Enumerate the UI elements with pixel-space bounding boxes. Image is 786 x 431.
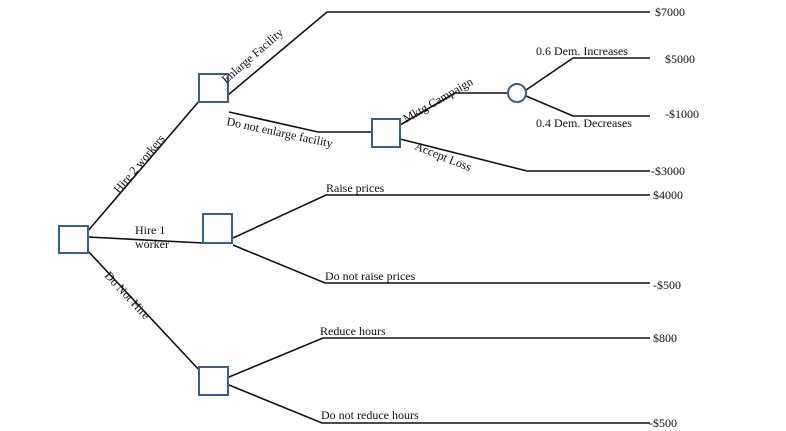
payoff-enlarge: $7000	[655, 5, 685, 19]
branch-mktg-campaign	[399, 92, 508, 126]
payoff-do-not-raise: -$500	[653, 278, 681, 292]
hire-one-decision-node	[202, 213, 233, 244]
label-mktg-campaign: Mktg Campaign	[401, 74, 476, 125]
label-do-not-raise: Do not raise prices	[325, 269, 416, 283]
branch-accept-loss	[399, 138, 650, 172]
nodes	[58, 73, 527, 396]
branch-do-not-raise	[232, 244, 650, 284]
branch-do-not-enlarge	[228, 111, 372, 133]
branch-hire-one	[87, 236, 204, 244]
label-do-not-hire: Do Not Hire	[102, 268, 153, 321]
label-demand-increase: 0.6 Dem. Increases	[536, 44, 628, 58]
payoff-reduce-hours: $800	[653, 331, 677, 345]
branch-do-not-reduce	[228, 384, 650, 424]
marketing-decision-node	[371, 118, 401, 148]
label-raise-prices: Raise prices	[326, 181, 385, 195]
payoff-do-not-reduce: -$500	[649, 416, 677, 430]
label-demand-decrease: 0.4 Dem. Decreases	[536, 116, 632, 130]
payoff-accept-loss: -$3000	[651, 164, 685, 178]
branch-hire-two	[86, 99, 201, 233]
demand-chance-node	[507, 83, 527, 103]
label-accept-loss: Accept Loss	[413, 139, 474, 174]
hire-two-decision-node	[198, 73, 229, 103]
label-do-not-reduce: Do not reduce hours	[321, 408, 419, 422]
no-hire-decision-node	[198, 366, 229, 396]
branch-demand-decrease	[525, 95, 650, 117]
payoffs: $7000 $5000 -$1000 -$3000 $4000 -$500 $8…	[649, 5, 699, 430]
label-hire-two: Hire 2 workers	[111, 132, 168, 196]
branch-raise-prices	[232, 194, 650, 239]
label-hire-one-line2: worker	[135, 237, 169, 251]
branch-lines	[86, 11, 650, 424]
branch-demand-increase	[525, 57, 650, 91]
label-do-not-enlarge: Do not enlarge facility	[225, 114, 334, 150]
branch-labels: Hire 2 workers Hire 1 worker Do Not Hire…	[102, 25, 632, 422]
payoff-raise-prices: $4000	[653, 188, 683, 202]
branch-reduce-hours	[228, 337, 650, 378]
label-reduce-hours: Reduce hours	[320, 324, 386, 338]
payoff-demand-decrease: -$1000	[665, 107, 699, 121]
label-hire-one-line1: Hire 1	[135, 223, 165, 237]
root-decision-node	[58, 225, 89, 254]
branch-enlarge	[227, 11, 650, 96]
branch-do-not-hire	[86, 249, 202, 373]
payoff-demand-increase: $5000	[665, 52, 695, 66]
